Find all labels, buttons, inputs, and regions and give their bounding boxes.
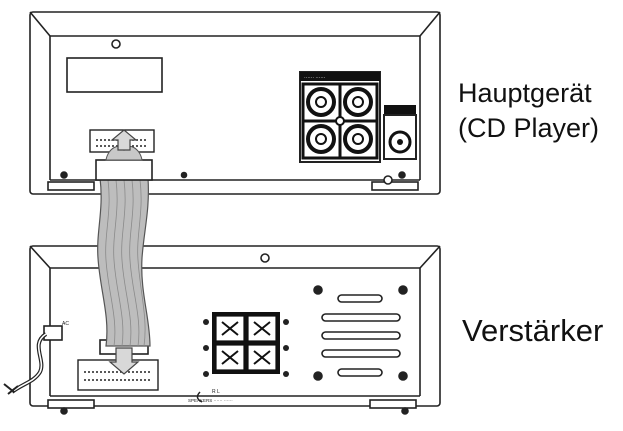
- power-cord-icon: AC: [3, 321, 69, 395]
- main-unit-label: Hauptgerät: [458, 78, 592, 108]
- ribbon-cable-icon: [95, 129, 153, 375]
- speaker-terminal-icon: R L SPEAKERS ······ ······: [188, 312, 289, 403]
- svg-text:······ ······: ······ ······: [304, 75, 326, 81]
- main-unit-sublabel: (CD Player): [458, 113, 600, 143]
- svg-text:R L: R L: [212, 389, 220, 395]
- svg-text:SPEAKERS ······ ······: SPEAKERS ······ ······: [188, 398, 233, 403]
- rca-jack-icon: [306, 87, 373, 154]
- ventilation-grille: [313, 285, 408, 381]
- rca-jack-panel: ······ ······: [299, 71, 381, 163]
- svg-text:AC: AC: [62, 321, 69, 327]
- fm-antenna-socket-icon: [383, 105, 417, 160]
- amplifier-label: Verstärker: [462, 313, 604, 348]
